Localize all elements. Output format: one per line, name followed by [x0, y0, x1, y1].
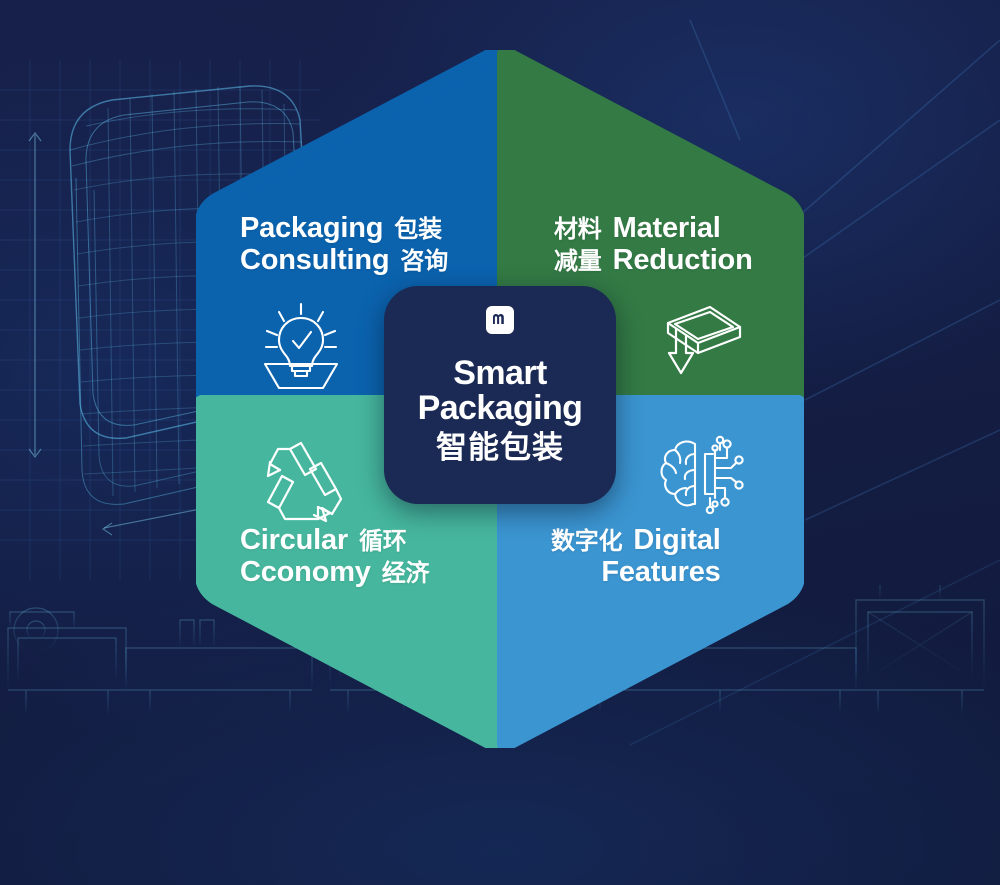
q3-en-line1: Circular	[240, 524, 348, 556]
q1-cn-line1: 包装	[394, 216, 442, 243]
recycling-arrows-icon	[252, 436, 350, 533]
label-circular-economy: Circular 循环 Cconomy 经济	[240, 524, 430, 589]
q2-en-line1: Material	[612, 212, 721, 244]
brain-circuit-icon	[657, 434, 747, 523]
q4-en-line1: Digital	[633, 524, 721, 556]
center-title-line1: Smart	[453, 354, 547, 392]
center-title-line2: Packaging	[417, 388, 583, 427]
q2-cn-line2: 减量	[554, 248, 602, 276]
q1-en-line1: Packaging	[240, 212, 384, 244]
q3-cn-line2: 经济	[381, 560, 430, 588]
center-title-cn: 智能包装	[436, 430, 564, 466]
q1-cn-line2: 咨询	[400, 248, 449, 276]
lightbulb-check-tray-icon	[253, 298, 349, 395]
multivac-m-logo-icon	[486, 306, 514, 334]
label-packaging-consulting: Packaging 包装 Consulting 咨询	[240, 212, 448, 277]
q1-en-line2: Consulting	[240, 244, 390, 277]
q2-en-line2: Reduction	[612, 244, 753, 277]
q3-cn-line1: 循环	[359, 528, 407, 555]
label-material-reduction: 材料 Material 减量 Reduction	[554, 212, 753, 277]
label-digital-features: 数字化 Digital Features	[551, 524, 721, 589]
q4-en-line2: Features	[601, 556, 721, 589]
q4-cn-line1: 数字化	[551, 528, 623, 555]
dimension-arrow-vertical	[28, 132, 42, 458]
center-card-smart-packaging[interactable]: Smart Packaging 智能包装	[384, 286, 616, 504]
q2-cn-line1: 材料	[554, 216, 602, 243]
tray-down-arrow-icon	[648, 301, 744, 382]
q3-en-line2: Cconomy	[240, 556, 371, 589]
